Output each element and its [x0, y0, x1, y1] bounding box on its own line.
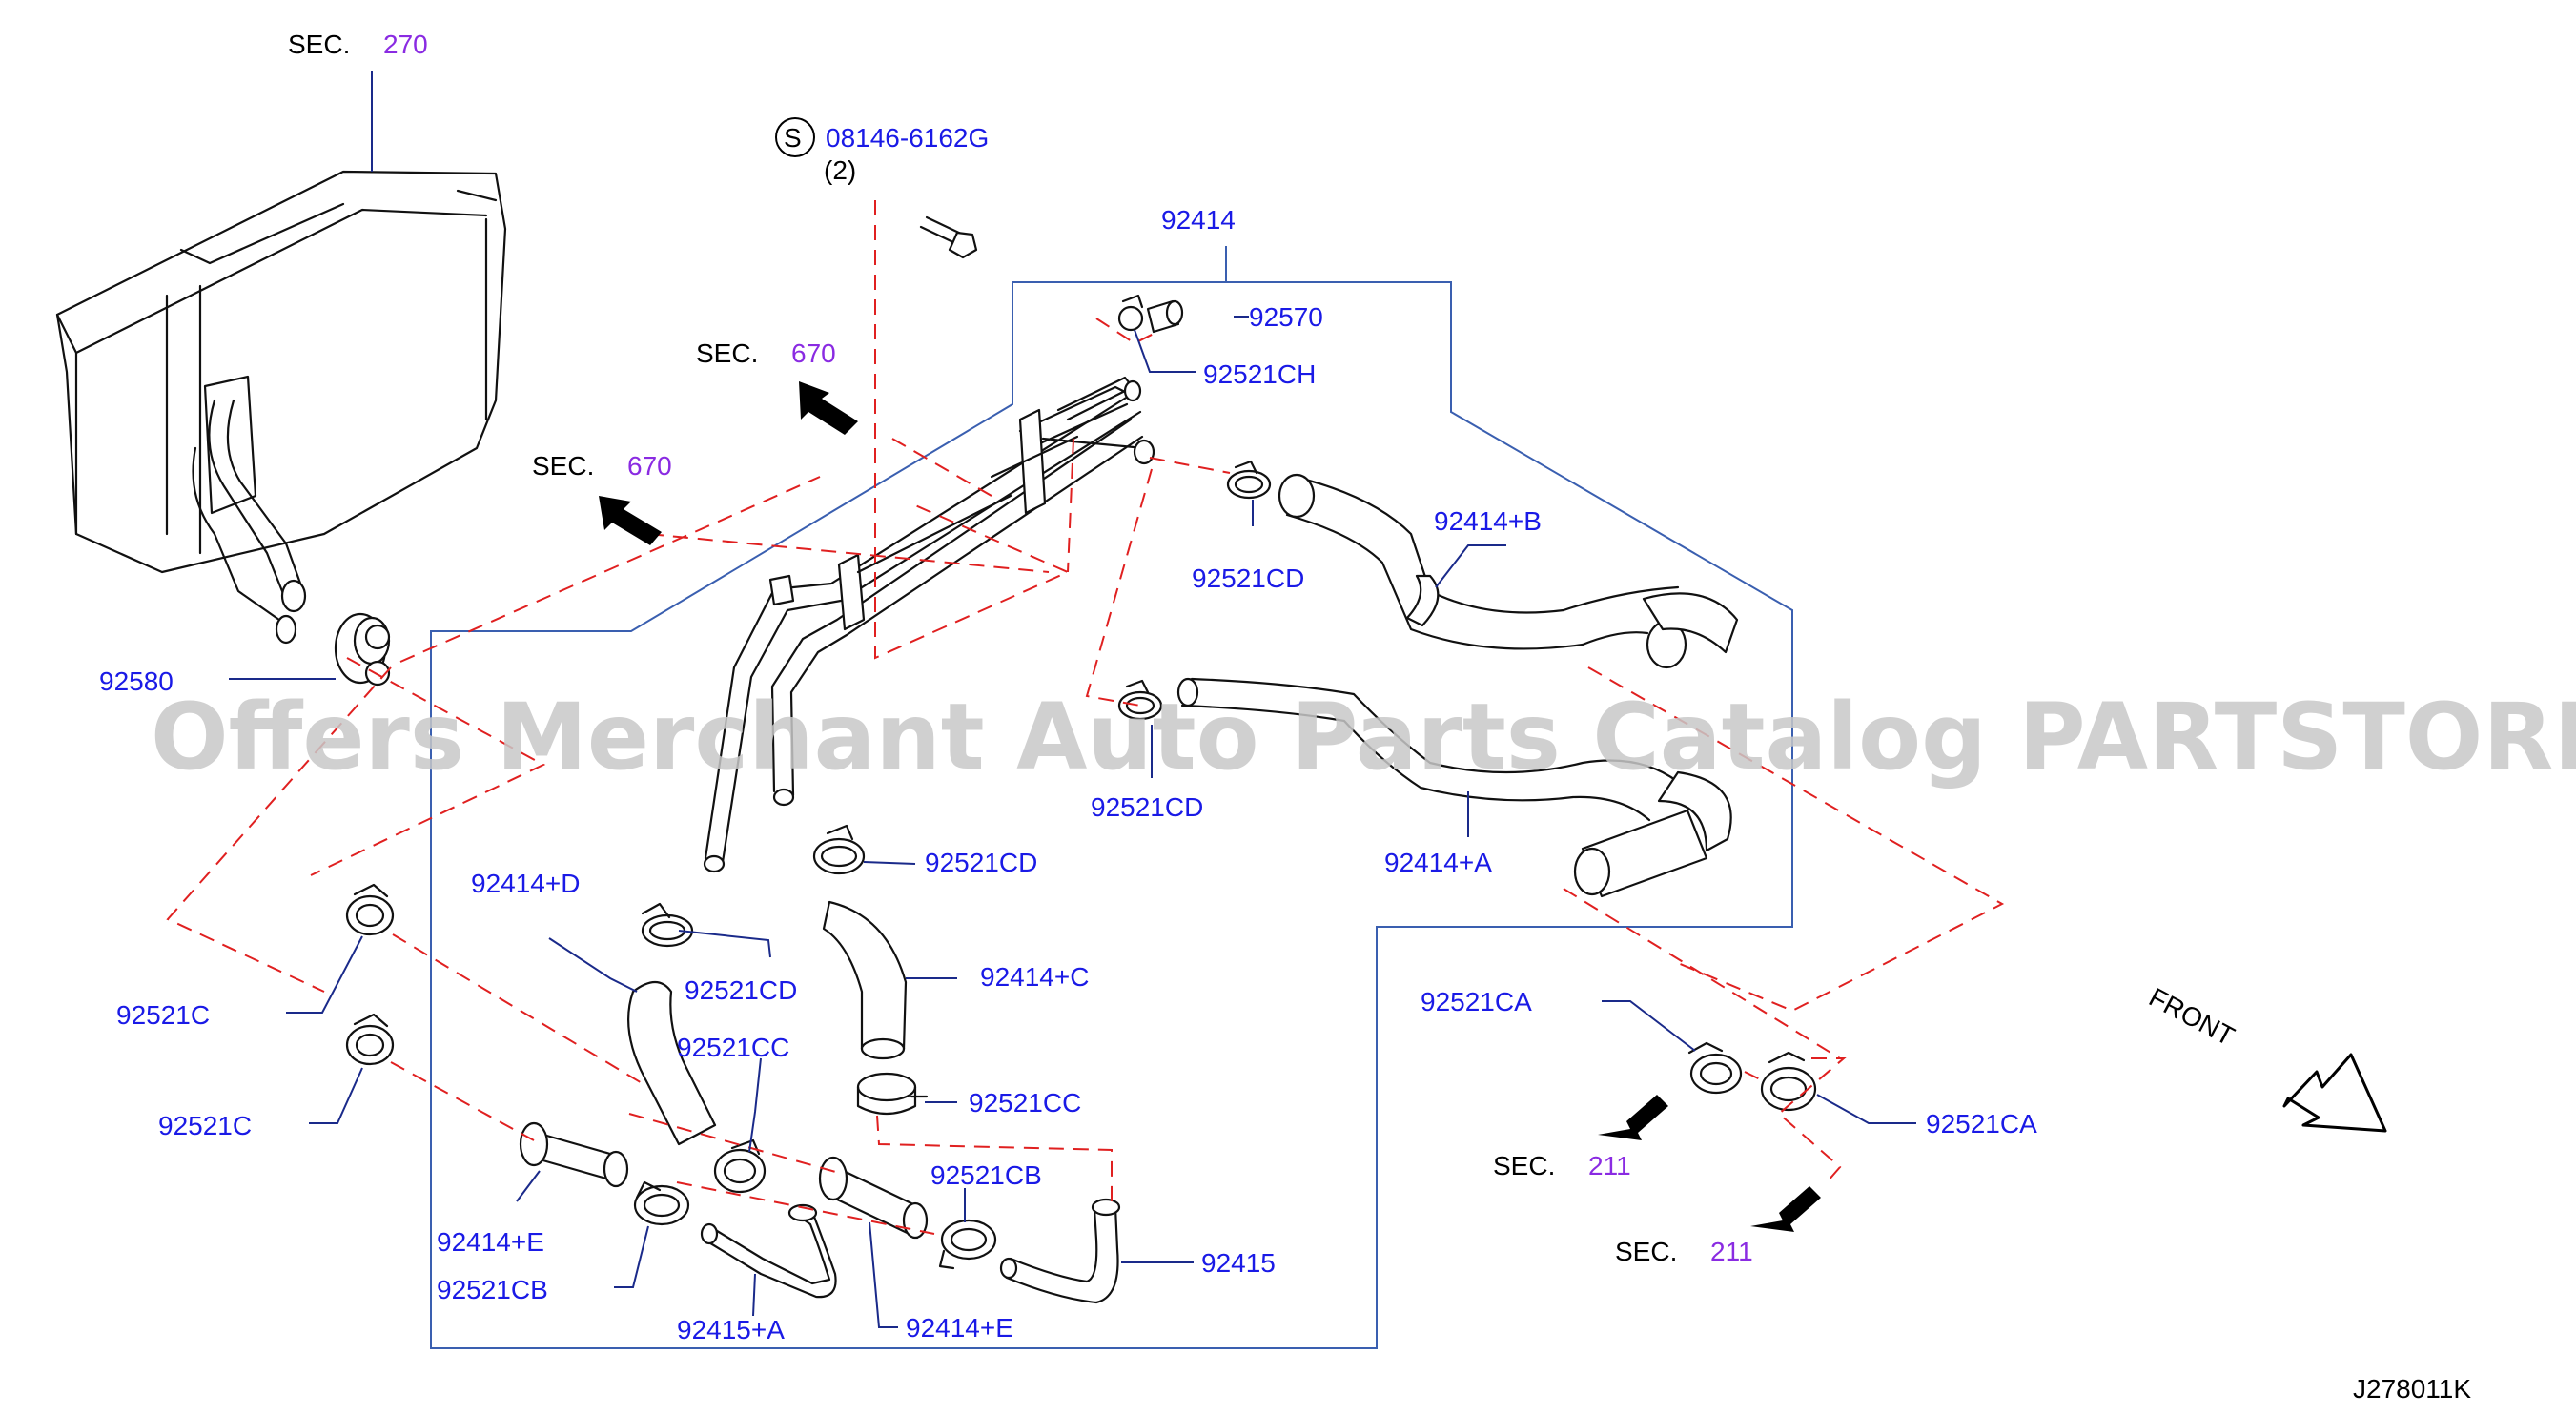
label-92521CH[interactable]: 92521CH: [1203, 359, 1316, 389]
sec-label-211-a: SEC.: [1493, 1151, 1555, 1180]
label-92521CC-1[interactable]: 92521CC: [677, 1033, 789, 1062]
label-92414-D[interactable]: 92414+D: [471, 869, 580, 898]
cap-92570[interactable]: [1146, 299, 1184, 334]
screw-symbol: S: [784, 123, 802, 153]
sec-number-670-b[interactable]: 670: [627, 451, 672, 481]
label-92414-C[interactable]: 92414+C: [980, 962, 1089, 992]
sec-number-270[interactable]: 270: [383, 30, 428, 59]
pipe-assembly-92414[interactable]: [703, 376, 1155, 873]
label-92521CA-2[interactable]: 92521CA: [1926, 1109, 2037, 1138]
sec-label-270: SEC.: [288, 30, 350, 59]
sec-label-670-a: SEC.: [696, 338, 758, 368]
group-outline: [430, 281, 1793, 1349]
guide-lines: [166, 200, 2005, 1235]
hose-92414-E-1[interactable]: [519, 1121, 629, 1188]
label-92521CD-4[interactable]: 92521CD: [685, 975, 797, 1005]
label-92521C-2[interactable]: 92521C: [158, 1111, 252, 1140]
clip-92521C-2[interactable]: [345, 1013, 395, 1066]
clip-92521CD-3[interactable]: [812, 824, 866, 875]
pipe-92415[interactable]: [999, 1198, 1121, 1304]
clip-92521C-1[interactable]: [345, 883, 395, 936]
front-arrow-icon: [2282, 1053, 2387, 1133]
label-92521CA-1[interactable]: 92521CA: [1421, 987, 1532, 1016]
heater-unit[interactable]: [55, 170, 507, 645]
label-92414-B[interactable]: 92414+B: [1434, 506, 1542, 536]
clip-92521CB-1[interactable]: [633, 1180, 690, 1226]
clip-92521CA-2[interactable]: [1760, 1051, 1817, 1112]
label-92415[interactable]: 92415: [1201, 1248, 1276, 1278]
clip-92521CA-1[interactable]: [1687, 1041, 1743, 1095]
label-92580[interactable]: 92580: [99, 666, 174, 696]
hose-92414-A[interactable]: [1176, 677, 1732, 898]
label-92414-E-1[interactable]: 92414+E: [437, 1227, 544, 1257]
screw-symbol-circle: [775, 117, 815, 157]
arrow-sec-670-a: [799, 381, 858, 435]
label-92521CD-2[interactable]: 92521CD: [1091, 792, 1203, 822]
pipe-92415-A[interactable]: [700, 1203, 837, 1299]
label-92570[interactable]: 92570: [1249, 302, 1323, 332]
front-label: FRONT: [2144, 982, 2239, 1052]
arrow-sec-211-a: [1598, 1095, 1668, 1140]
sec-label-211-b: SEC.: [1615, 1237, 1677, 1266]
arrow-sec-211-b: [1750, 1186, 1821, 1232]
watermark: Offers Merchant Auto Parts Catalog PARTS…: [151, 684, 2576, 790]
clip-92521CH[interactable]: [1117, 294, 1144, 332]
clip-92521CC-2[interactable]: [713, 1138, 767, 1194]
label-92521CD-1[interactable]: 92521CD: [1192, 564, 1304, 593]
clip-92521CC-1[interactable]: [856, 1072, 929, 1116]
label-92414-E-2[interactable]: 92414+E: [906, 1313, 1013, 1343]
leader-lines: [229, 71, 1916, 1328]
clip-92521CB-2[interactable]: [938, 1219, 997, 1270]
label-92521CB-1[interactable]: 92521CB: [930, 1160, 1042, 1190]
label-92414-A[interactable]: 92414+A: [1384, 848, 1492, 877]
label-92521C-1[interactable]: 92521C: [116, 1000, 210, 1030]
hose-92414-D[interactable]: [627, 980, 717, 1146]
sec-label-670-b: SEC.: [532, 451, 594, 481]
label-92521CD-3[interactable]: 92521CD: [925, 848, 1037, 877]
clip-92521CD-1[interactable]: [1226, 460, 1272, 500]
sec-number-211-b[interactable]: 211: [1710, 1237, 1753, 1266]
clip-92521CD-2[interactable]: [1117, 679, 1163, 721]
hose-92414-E-2[interactable]: [818, 1156, 929, 1240]
diagram-code: J278011K: [2353, 1374, 2471, 1404]
arrow-sec-670-b: [599, 496, 662, 545]
label-screw-qty: (2): [824, 155, 856, 185]
sec-number-670-a[interactable]: 670: [791, 338, 836, 368]
hose-92414-C[interactable]: [822, 900, 908, 1060]
label-92414[interactable]: 92414: [1161, 205, 1236, 235]
grommet-92580[interactable]: [334, 612, 391, 687]
clip-92521CD-4[interactable]: [641, 902, 694, 948]
hose-92414-B[interactable]: [1278, 473, 1739, 669]
sec-number-211-a[interactable]: 211: [1588, 1151, 1631, 1180]
label-92521CC-2[interactable]: 92521CC: [969, 1088, 1081, 1118]
label-08146-6162G[interactable]: 08146-6162G: [826, 123, 989, 153]
label-92415-A[interactable]: 92415+A: [677, 1315, 785, 1344]
screw-08146[interactable]: [919, 215, 978, 259]
label-92521CB-2[interactable]: 92521CB: [437, 1275, 548, 1304]
